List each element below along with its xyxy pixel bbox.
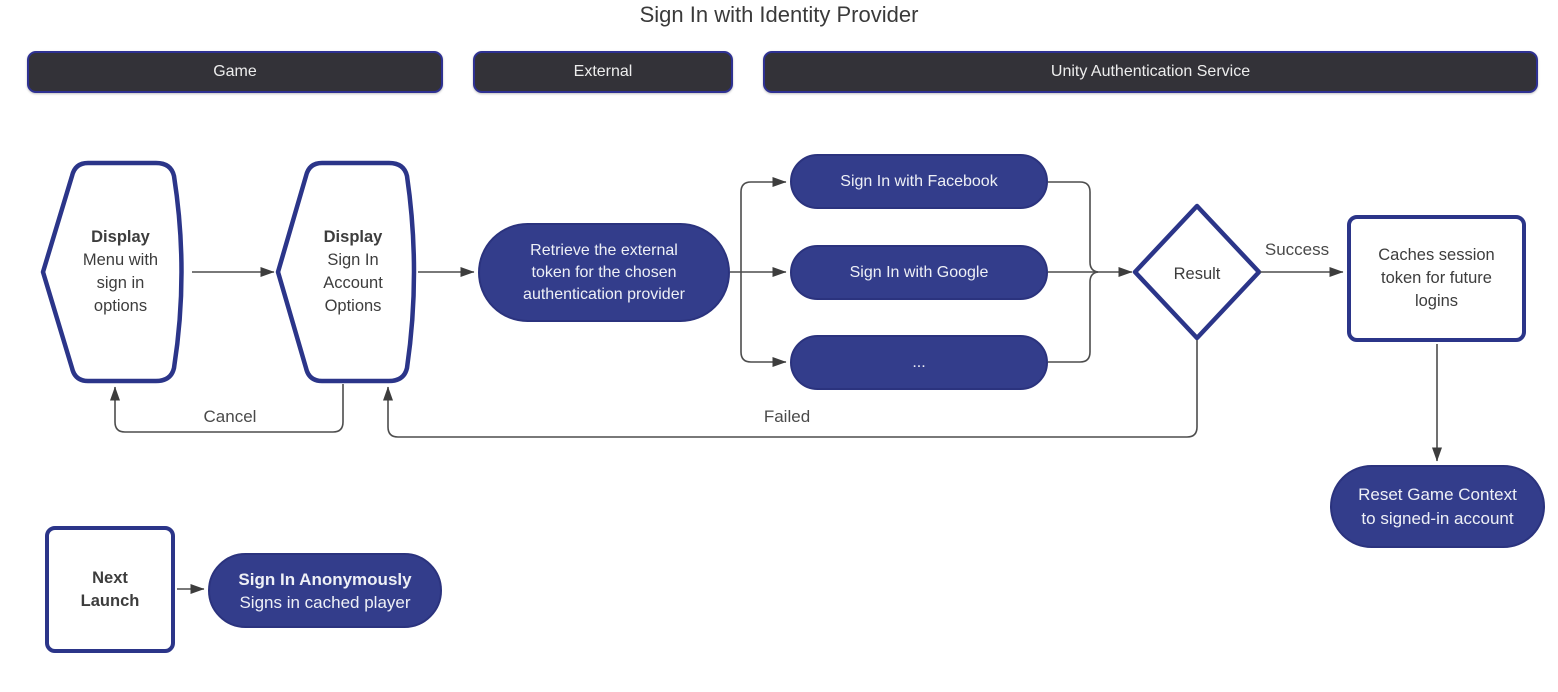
lane-external-label: External	[573, 63, 633, 80]
diagram-title: Sign In with Identity Provider	[639, 2, 919, 27]
caches-session-line: Caches session	[1378, 246, 1495, 264]
reset-context-line: Reset Game Context	[1358, 484, 1517, 504]
display-account-heading: Display	[323, 228, 383, 246]
node-display-menu: Display Menu with sign in options	[58, 226, 183, 318]
node-next-launch: Next Launch	[45, 526, 175, 653]
display-menu-line: sign in	[96, 274, 145, 292]
anonymous-heading: Sign In Anonymously	[238, 569, 412, 589]
lane-game-label: Game	[213, 63, 257, 80]
edge-facebook-to-merge	[1048, 181, 1099, 273]
node-display-account: Display Sign In Account Options	[293, 226, 413, 318]
edge-label-success: Success	[1264, 240, 1330, 259]
node-retrieve-token: Retrieve the external token for the chos…	[478, 223, 730, 322]
retrieve-token-line: authentication provider	[523, 285, 685, 303]
facebook-label: Sign In with Facebook	[840, 172, 998, 190]
lane-game: Game	[27, 51, 443, 93]
edge-label-cancel: Cancel	[203, 407, 257, 426]
node-sign-in-facebook: Sign In with Facebook	[790, 154, 1048, 209]
node-sign-in-other: ...	[790, 335, 1048, 390]
edge-split-to-facebook	[740, 177, 787, 272]
display-menu-line: Menu with	[82, 251, 159, 269]
node-caches-session: Caches session token for future logins	[1347, 215, 1526, 342]
google-label: Sign In with Google	[849, 263, 989, 281]
edge-failed-loop	[383, 340, 1198, 438]
other-provider-label: ...	[912, 353, 926, 371]
next-launch-line: Launch	[80, 591, 140, 610]
display-account-line: Options	[324, 297, 382, 315]
retrieve-token-line: Retrieve the external	[530, 241, 678, 259]
edge-cancel-loop	[110, 384, 344, 433]
edge-more-to-merge	[1048, 271, 1099, 363]
edge-split-to-more	[740, 272, 787, 367]
node-sign-in-anonymously: Sign In Anonymously Signs in cached play…	[208, 553, 442, 628]
lane-uas-label: Unity Authentication Service	[1050, 63, 1251, 80]
edge-label-failed: Failed	[763, 407, 811, 426]
caches-session-line: token for future	[1381, 269, 1492, 287]
display-account-line: Account	[323, 274, 383, 292]
lane-unity-authentication-service: Unity Authentication Service	[763, 51, 1538, 93]
display-shape-account	[275, 160, 417, 384]
caches-session-line: logins	[1414, 292, 1459, 310]
lane-external: External	[473, 51, 733, 93]
next-launch-line: Next	[92, 568, 128, 587]
node-reset-game-context: Reset Game Context to signed-in account	[1330, 465, 1545, 548]
reset-context-line: to signed-in account	[1361, 508, 1514, 528]
display-menu-line: options	[93, 297, 148, 315]
retrieve-token-line: token for the chosen	[531, 263, 677, 281]
display-shape-menu	[40, 160, 184, 384]
display-menu-heading: Display	[91, 228, 150, 246]
node-result-label: Result	[1173, 265, 1221, 283]
result-diamond-shape	[1132, 203, 1262, 341]
display-account-line: Sign In	[327, 251, 379, 269]
node-sign-in-google: Sign In with Google	[790, 245, 1048, 300]
anonymous-subtitle: Signs in cached player	[239, 592, 411, 612]
